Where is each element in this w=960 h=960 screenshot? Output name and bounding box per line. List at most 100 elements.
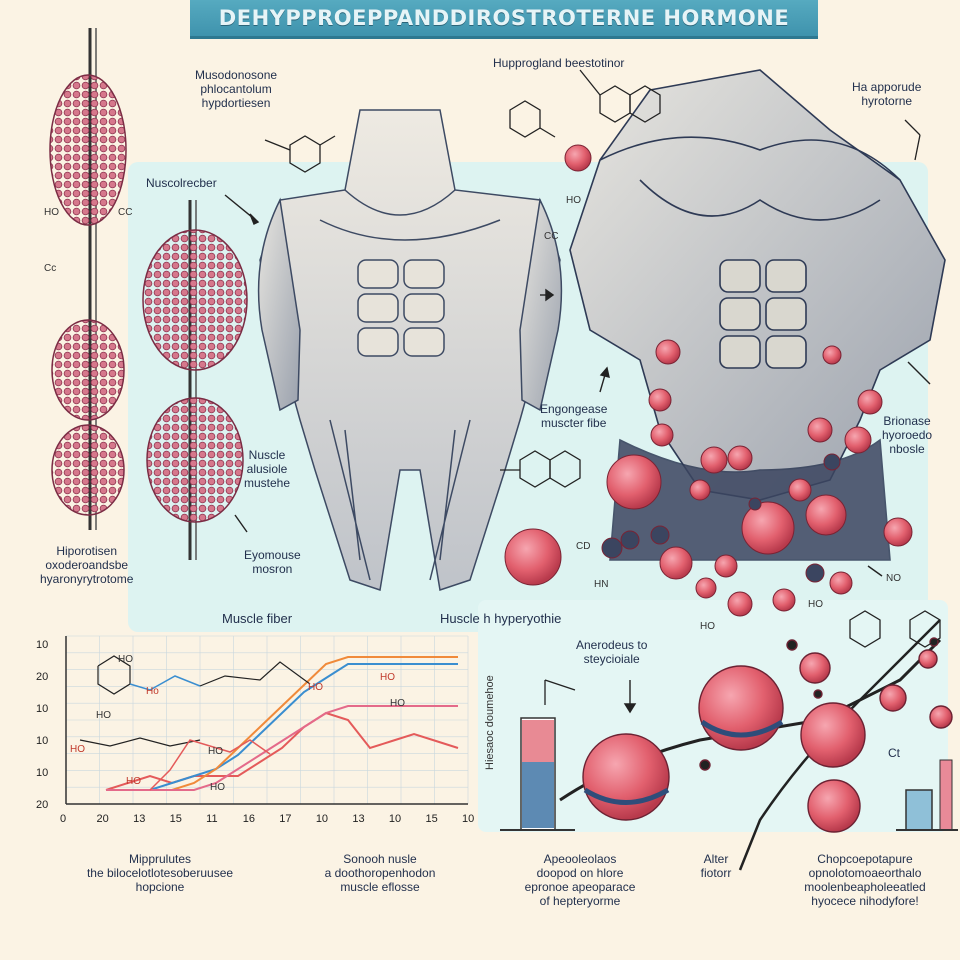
caption-2: Sonooh nusle a doothoropenhodon muscle e… xyxy=(290,852,470,894)
chart-inline-label: Ho xyxy=(146,686,159,697)
caption-line: hyocece nihodyfore! xyxy=(811,894,919,908)
x-tick-label: 11 xyxy=(206,813,217,825)
caption-line: hopcione xyxy=(135,880,185,894)
label-line: alusiole xyxy=(246,462,288,476)
label-line: hyoroedo xyxy=(882,428,933,442)
label-anerodeus: Anerodeus to steycioiale xyxy=(576,638,647,666)
y-tick-label: 20 xyxy=(36,671,48,683)
x-tick-label: 16 xyxy=(243,813,255,825)
chart-molecule-line xyxy=(149,739,271,791)
label-engong: Engongease muscter fibe xyxy=(540,402,607,430)
label-line: mustehe xyxy=(244,476,291,490)
fat-tissue-middle xyxy=(142,200,248,560)
title-banner: DEHYPPROEPPANDDIROSTROTERNE HORMONE xyxy=(190,0,818,39)
label-line: Engongease xyxy=(540,402,608,416)
label-line: mosron xyxy=(252,562,293,576)
x-tick-label: 10 xyxy=(462,813,474,825)
label-left-cc: CC xyxy=(118,207,133,218)
test-tube-right xyxy=(896,759,958,831)
caption-5: Chopcoepotapure opnolotomoaeorthalo mool… xyxy=(780,852,950,908)
chart-grid xyxy=(65,635,469,805)
label-cc-mid: CC xyxy=(544,231,559,242)
label-nuscle: Nuscle alusiole mustehe xyxy=(244,448,290,490)
label-line: Eyomouse xyxy=(244,548,301,562)
series-line xyxy=(106,705,458,791)
label-line: muscter fibe xyxy=(541,416,607,430)
y-tick-label: 10 xyxy=(36,639,48,651)
chart-inline-label: HO xyxy=(308,682,323,693)
caption-line: a doothoropenhodon xyxy=(324,866,436,880)
caption-3: Apeooleolaos doopod on hlore epronoe ape… xyxy=(500,852,660,908)
label-line: Hiporotisen xyxy=(56,544,118,558)
x-tick-label: 17 xyxy=(279,813,291,825)
series-line xyxy=(106,663,458,791)
label-line: hyaronyrytrotome xyxy=(40,572,134,586)
chart-inline-label: HO xyxy=(380,672,395,683)
x-tick-label: 15 xyxy=(170,813,182,825)
series-line xyxy=(106,656,458,791)
caption-line: the bilocelotlotesoberuusee xyxy=(86,866,234,880)
label-line: Musodonosone xyxy=(195,68,278,82)
label-line: steycioiale xyxy=(583,652,640,666)
caption-line: Apeooleolaos xyxy=(543,852,617,866)
label-left-bottom: Hiporotisen oxoderoandsbe hyaronyrytroto… xyxy=(40,544,133,586)
label-cd: CD xyxy=(576,541,591,552)
x-tick-label: 13 xyxy=(133,813,145,825)
y-tick-label: 10 xyxy=(36,767,48,779)
y-tick-label: 10 xyxy=(36,735,48,747)
label-line: Ha apporude xyxy=(852,80,922,94)
x-tick-label: 10 xyxy=(389,813,401,825)
x-tick-label: 20 xyxy=(97,813,109,825)
chart-inline-label: HO xyxy=(118,654,133,665)
molecule-structures xyxy=(264,69,941,705)
caption-line: Sonooh nusle xyxy=(343,852,417,866)
caption-4: Alter fiotorr xyxy=(686,852,746,880)
caption-line: Chopcoepotapure xyxy=(817,852,913,866)
label-line: oxoderoandsbe xyxy=(45,558,129,572)
chart-inline-label: HO xyxy=(96,710,111,721)
caption-1: Mipprulutes the bilocelotlotesoberuusee … xyxy=(40,852,280,894)
caption-line: moolenbeapholeeatled xyxy=(804,880,926,894)
label-line: nbosle xyxy=(889,442,925,456)
x-tick-label: 13 xyxy=(352,813,364,825)
annotation-arrows xyxy=(224,194,931,714)
chart-inline-label: HO xyxy=(208,746,223,757)
caption-line: muscle eflosse xyxy=(340,880,420,894)
chart-molecule-line xyxy=(79,737,201,747)
label-top-left: Musodonosone phlocantolum hypdortiesen xyxy=(195,68,277,110)
label-line: Brionase xyxy=(883,414,931,428)
label-hn: HN xyxy=(594,579,609,590)
caption-line: doopod on hlore xyxy=(536,866,624,880)
fat-tissue-left xyxy=(49,28,127,530)
x-tick-label: 15 xyxy=(425,813,437,825)
caption-line: epronoe apeoparace xyxy=(524,880,636,894)
caption-line: of hepteryorme xyxy=(539,894,621,908)
chart-molecule-line xyxy=(129,675,201,691)
chart-molecule-line xyxy=(199,661,311,687)
label-line: hyrotorne xyxy=(861,94,913,108)
label-ho-mid: HO xyxy=(566,195,581,206)
x-tick-label: 10 xyxy=(316,813,328,825)
muscle-torso-center xyxy=(257,109,563,591)
y-tick-label: 10 xyxy=(36,703,48,715)
label-ho-bottom: HO xyxy=(808,599,823,610)
label-right-top: Ha apporude hyrotorne xyxy=(852,80,921,108)
test-tube-left xyxy=(500,717,575,831)
label-eyomouse: Eyomouse mosron xyxy=(244,548,301,576)
chart-inline-label: HO xyxy=(70,744,85,755)
label-left-ho: HO xyxy=(44,207,59,218)
label-muscle-fiber: Nuscolrecber xyxy=(146,176,217,190)
label-center-top: Hupprogland beestotinor xyxy=(493,56,625,70)
label-line: hypdortiesen xyxy=(201,96,271,110)
chart-inline-label: HO xyxy=(210,782,225,793)
caption-line: Alter xyxy=(703,852,729,866)
chart-title: Muscle fiber xyxy=(222,611,293,626)
x-tick-label: 0 xyxy=(60,813,66,825)
caption-line: Mipprulutes xyxy=(128,852,192,866)
caption-line: opnolotomoaeorthalo xyxy=(808,866,922,880)
label-ct: Ct xyxy=(888,746,900,760)
